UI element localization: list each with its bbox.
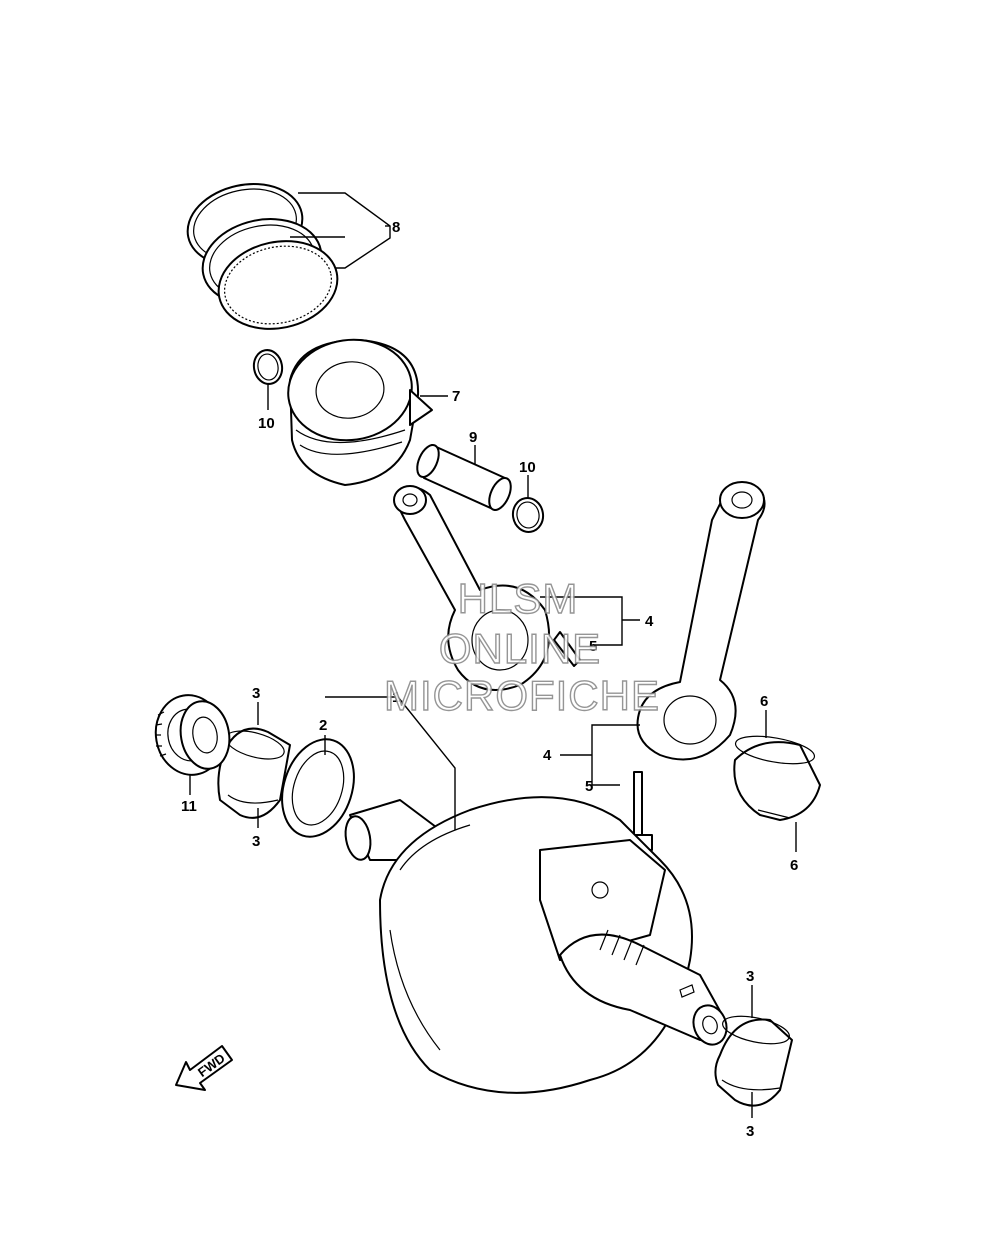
callout-labels: 8 7 10 9 10 4 5 1 3 2 6 4 5 11 3 6 3 3	[181, 219, 798, 1140]
piston-pin	[416, 444, 512, 511]
callout-4-top: 4	[645, 613, 654, 630]
callout-9: 9	[469, 429, 477, 446]
callout-7: 7	[452, 388, 460, 405]
piston-rings	[186, 183, 339, 330]
callout-3-left-top: 3	[252, 685, 260, 702]
callout-4-right: 4	[543, 747, 552, 764]
callout-1: 1	[392, 689, 400, 706]
conrod-bearing	[733, 735, 821, 821]
callout-3-left-bottom: 3	[252, 833, 260, 850]
main-bearing-left	[217, 727, 291, 819]
callout-3-right-bottom: 3	[746, 1123, 754, 1140]
primary-gear	[154, 694, 231, 776]
callout-10-left: 10	[258, 415, 275, 432]
fwd-direction-indicator: FWD	[175, 1045, 233, 1091]
connecting-rod-right	[636, 481, 766, 761]
callout-6-bottom: 6	[790, 857, 798, 874]
thrust-washer	[281, 738, 355, 838]
callout-2: 2	[319, 717, 327, 734]
watermark-line-2: ONLINE	[439, 625, 601, 672]
callout-11: 11	[181, 798, 197, 815]
leader-lines	[189, 192, 797, 1118]
callout-5-right: 5	[585, 778, 593, 795]
callout-8: 8	[392, 219, 400, 236]
callout-10-right: 10	[519, 459, 536, 476]
callout-3-right-top: 3	[746, 968, 754, 985]
callout-5-top: 5	[589, 638, 597, 655]
callout-6-top: 6	[760, 693, 768, 710]
arrow-left-down-icon	[175, 1045, 233, 1091]
watermark: HLSM ONLINE MICROFICHE	[383, 574, 660, 719]
piston	[287, 338, 433, 486]
watermark-line-3: MICROFICHE	[384, 672, 660, 719]
main-bearing-right	[714, 1015, 793, 1107]
crankshaft	[344, 796, 728, 1094]
connecting-rod-left	[393, 485, 581, 691]
watermark-line-1: HLSM	[458, 575, 579, 622]
